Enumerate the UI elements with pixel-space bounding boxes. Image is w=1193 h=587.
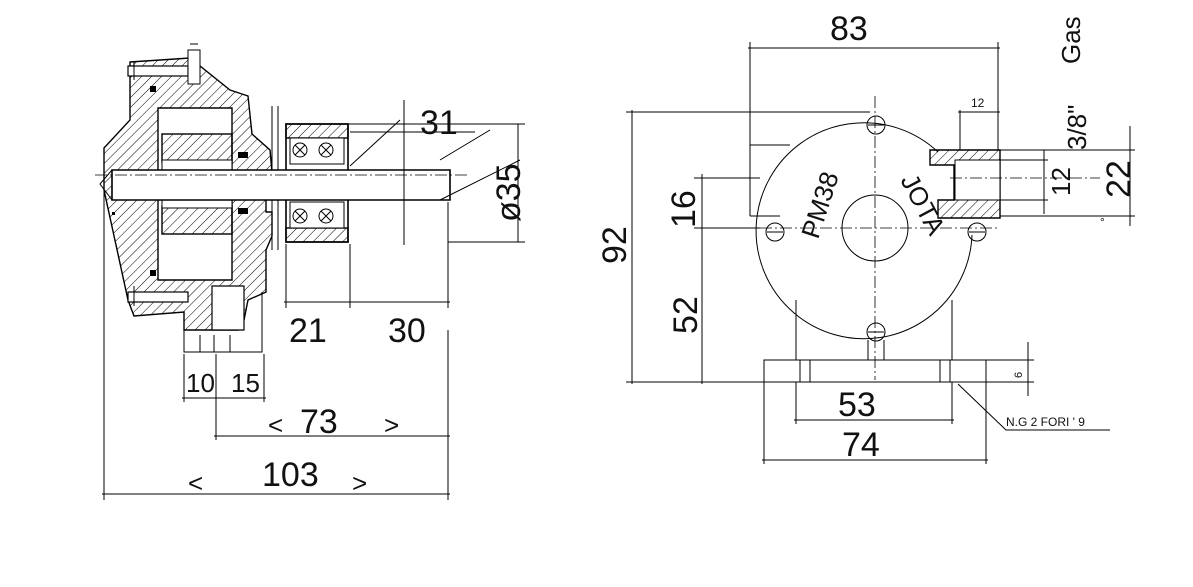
dim-22-label: 22 <box>1100 160 1138 198</box>
dim-15-label: 15 <box>231 368 260 398</box>
side-view: 31 ø35 21 30 10 15 < 73 > <box>95 43 528 500</box>
dim-16-label: 16 <box>665 190 703 228</box>
dim-phi35-label: ø35 <box>490 163 528 222</box>
dim-73-label: 73 <box>300 403 338 441</box>
dim-52-label: 52 <box>667 296 705 334</box>
dim-31-phi35: 31 ø35 <box>348 104 528 243</box>
dim-83-label: 83 <box>830 10 868 48</box>
dim-83: 83 <box>748 10 1000 216</box>
dim-6-label: 6 <box>1013 372 1025 378</box>
dim-103: < 103 > <box>102 190 450 500</box>
dim-3-8-label: 3/8" <box>1062 105 1092 150</box>
dim-103-arrow-right: > <box>352 468 367 498</box>
casing-marking-model: PM38 <box>795 168 845 242</box>
dim-12-side-label: 12 <box>1046 167 1076 196</box>
dim-10-label: 10 <box>186 368 215 398</box>
dim-73-arrow-right: > <box>384 410 399 440</box>
degree-mark: ° <box>1100 215 1105 229</box>
dim-74-label: 74 <box>842 426 880 464</box>
dim-10-15: 10 15 <box>182 354 266 440</box>
dim-30-label: 30 <box>388 312 426 350</box>
dim-gas-label: Gas <box>1056 16 1086 64</box>
dim-103-arrow-left: < <box>188 468 203 498</box>
dim-31-label: 31 <box>420 104 458 142</box>
dim-92-label: 92 <box>596 226 634 264</box>
dim-52: 52 <box>667 228 705 384</box>
dim-103-label: 103 <box>262 456 319 494</box>
dim-21-30: 21 30 <box>284 202 450 350</box>
pump-base: 6 53 74 N.G 2 FORI ' 9 <box>762 300 1110 464</box>
outlet-port: 12 3/8" Gas 12 22 ° <box>929 16 1138 229</box>
note-holes-label: N.G 2 FORI ' 9 <box>1006 415 1085 429</box>
dim-12-top-label: 12 <box>971 96 985 110</box>
dim-21-label: 21 <box>289 312 327 350</box>
dim-16: 16 <box>665 174 760 232</box>
front-view: 83 PM38 JOTA <box>596 10 1138 464</box>
dim-53-label: 53 <box>838 386 876 424</box>
shaft <box>95 100 470 245</box>
dim-92: 92 <box>596 110 870 384</box>
pump-casing-front: PM38 JOTA <box>700 96 1000 380</box>
dim-73-arrow-left: < <box>268 410 283 440</box>
dim-73: < 73 > <box>214 330 450 442</box>
